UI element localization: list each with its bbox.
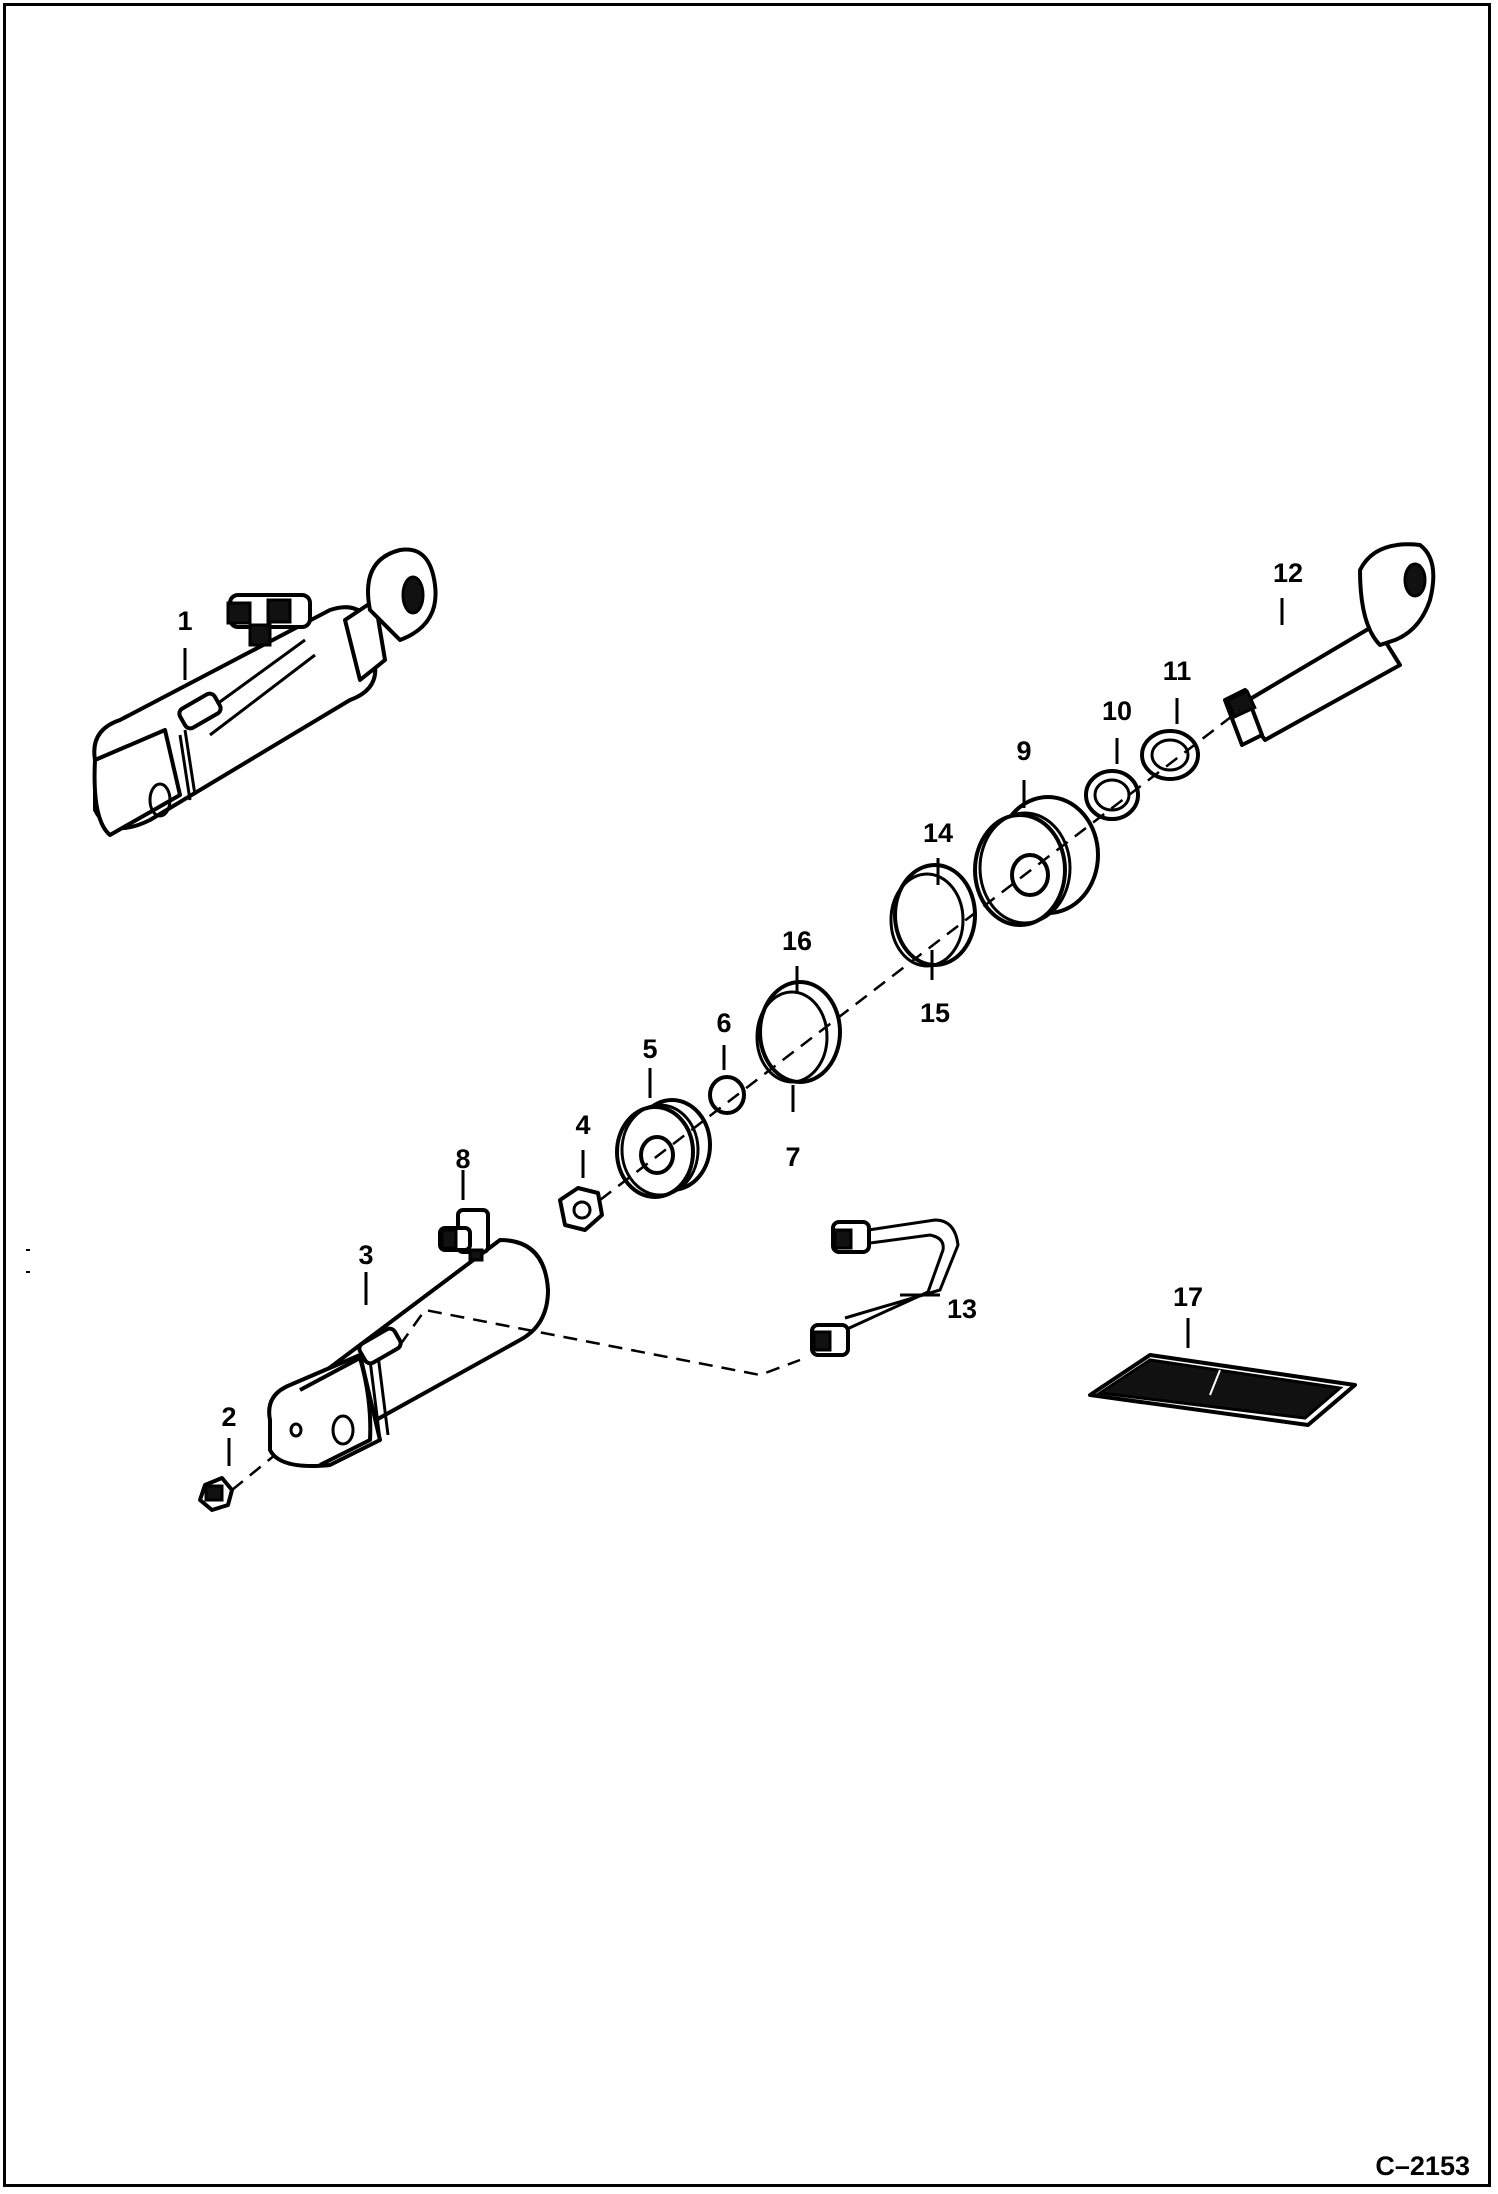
callout-4: 4 (575, 1110, 590, 1140)
part-17-decal (1088, 1353, 1357, 1427)
callout-16: 16 (782, 926, 812, 956)
part-10-wiper (1084, 769, 1140, 821)
callout-12: 12 (1273, 558, 1303, 588)
drawing-border (3, 3, 1491, 2187)
callout-10: 10 (1102, 696, 1132, 726)
assembly-axis-line (599, 709, 1241, 1201)
callout-3: 3 (358, 1240, 373, 1270)
part-16-7-piston-seal (755, 980, 842, 1084)
part-2-fitting (198, 1476, 234, 1512)
part-12-piston-rod (1223, 542, 1436, 747)
fitting-axis-line (231, 1454, 276, 1491)
part-8-elbow-fitting (438, 1208, 490, 1262)
part-14-15-wear-ring (889, 863, 977, 968)
callout-8: 8 (455, 1144, 470, 1174)
part-1-cylinder-assembly (92, 547, 438, 837)
callout-13: 13 (947, 1294, 977, 1324)
callout-5: 5 (642, 1034, 657, 1064)
callout-17: 17 (1173, 1282, 1203, 1312)
figure-code: C–2153 (1375, 2151, 1470, 2181)
callout-1: 1 (177, 606, 192, 636)
callout-15: 15 (920, 998, 950, 1028)
part-11-rod-seal (1140, 729, 1200, 781)
callout-14: 14 (923, 818, 953, 848)
part-5-piston (615, 1098, 712, 1199)
tube-connection-line (398, 1308, 801, 1377)
callout-2: 2 (221, 1402, 236, 1432)
callout-6: 6 (716, 1008, 731, 1038)
part-4-nut (558, 1186, 604, 1232)
part-6-o-ring (708, 1075, 746, 1115)
callout-7: 7 (785, 1142, 800, 1172)
callout-11: 11 (1163, 656, 1192, 686)
callout-9: 9 (1016, 736, 1031, 766)
part-13-tube-assembly (810, 1218, 960, 1357)
part-3-barrel (267, 1238, 550, 1468)
part-9-head (973, 795, 1100, 927)
